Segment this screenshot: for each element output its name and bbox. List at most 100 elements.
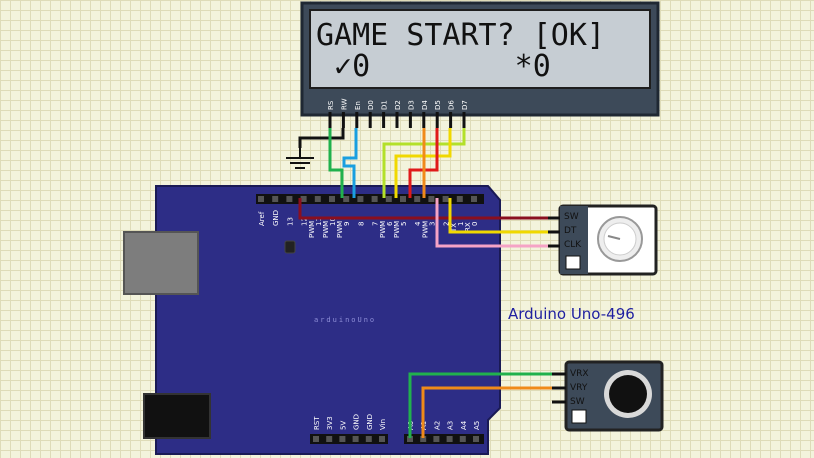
analog-pin-label-a3: A3 bbox=[447, 421, 455, 430]
analog-pin-a1[interactable] bbox=[420, 436, 427, 442]
pwm-label: PWM bbox=[336, 221, 344, 238]
pwm-label: PWM bbox=[379, 221, 387, 238]
power-pin-rst[interactable] bbox=[313, 436, 319, 442]
lcd-pin-label-rs: RS bbox=[327, 100, 335, 110]
digital-pin-label-5: 5 bbox=[400, 222, 408, 226]
analog-pin-a2[interactable] bbox=[433, 436, 440, 442]
encoder-pin-label-dt: DT bbox=[564, 226, 577, 236]
digital-header bbox=[256, 194, 484, 204]
digital-pin-3[interactable] bbox=[428, 196, 435, 202]
rotary-encoder[interactable]: SW DT CLK bbox=[548, 204, 658, 276]
encoder-switch-square[interactable] bbox=[565, 255, 581, 270]
tx-label: TX bbox=[450, 223, 458, 233]
lcd-pin-label-d2: D2 bbox=[394, 100, 402, 110]
digital-pin-label-2: 2 bbox=[443, 222, 451, 226]
digital-pin-13[interactable] bbox=[286, 196, 293, 202]
digital-pin-12[interactable] bbox=[300, 196, 307, 202]
digital-pin-label-11: 11 bbox=[315, 217, 323, 226]
wire-rw bbox=[330, 128, 345, 140]
pwm-label: PWM bbox=[322, 221, 330, 238]
power-header-pins[interactable] bbox=[313, 436, 385, 442]
wire-en-blue bbox=[342, 128, 358, 198]
digital-pin-5[interactable] bbox=[400, 196, 406, 202]
board-name-label: Arduino Uno-496 bbox=[508, 305, 635, 323]
analog-pin-a4[interactable] bbox=[459, 436, 466, 442]
digital-pin-label-12: 12 bbox=[301, 217, 309, 226]
power-pin-label-5v: 5V bbox=[339, 421, 347, 430]
digital-pin-label-9: 9 bbox=[343, 222, 351, 226]
power-pin-vin[interactable] bbox=[379, 436, 385, 442]
usb-jack bbox=[123, 231, 199, 295]
lcd-pin-headers[interactable] bbox=[328, 112, 466, 128]
lcd-pin-label-d4: D4 bbox=[421, 100, 429, 110]
digital-pin-1[interactable] bbox=[456, 196, 463, 202]
analog-pin-label-a4: A4 bbox=[460, 420, 468, 430]
lcd-pin-label-d0: D0 bbox=[367, 100, 375, 110]
digital-pin-7[interactable] bbox=[371, 196, 378, 202]
wire-rs-green bbox=[328, 128, 344, 198]
digital-pin-label-gnd: GND bbox=[272, 210, 280, 226]
power-pin-5v[interactable] bbox=[339, 436, 346, 442]
analog-header bbox=[404, 434, 484, 444]
board-silk-text: arduinoUno bbox=[314, 316, 376, 324]
analog-pin-a5[interactable] bbox=[473, 436, 479, 442]
lcd-screen bbox=[309, 9, 651, 89]
analog-header-pins[interactable] bbox=[407, 436, 479, 442]
digital-pin-2[interactable] bbox=[442, 196, 449, 202]
lcd-pin-label-d1: D1 bbox=[381, 100, 389, 110]
power-pin-label-vin: Vin bbox=[379, 419, 387, 430]
lcd-line-2: ✓0 *0 bbox=[316, 49, 551, 84]
ground-symbol bbox=[286, 148, 314, 169]
rx-label: RX bbox=[464, 222, 472, 232]
wire-sw-darkred bbox=[298, 198, 560, 220]
power-pin-gnd[interactable] bbox=[352, 436, 359, 442]
joystick-pins[interactable] bbox=[552, 372, 566, 404]
digital-pin-label-8: 8 bbox=[357, 222, 365, 226]
joystick-pin-label-sw: SW bbox=[570, 397, 585, 407]
pwm-label: PWM bbox=[393, 221, 401, 238]
digital-pin-label-3: 3 bbox=[428, 222, 436, 226]
lcd-pin-label-d5: D5 bbox=[434, 100, 442, 110]
analog-pin-a3[interactable] bbox=[446, 436, 453, 442]
pwm-label: PWM bbox=[308, 221, 316, 238]
digital-pin-6[interactable] bbox=[385, 196, 392, 202]
digital-header-pins[interactable] bbox=[258, 196, 477, 202]
joystick-pin-label-vry: VRY bbox=[570, 383, 588, 393]
lcd-pin-label-d7: D7 bbox=[461, 100, 469, 110]
digital-pin-aref[interactable] bbox=[258, 196, 264, 202]
reset-button[interactable] bbox=[284, 240, 296, 254]
joystick-switch-square[interactable] bbox=[571, 409, 587, 424]
power-pin-label-gnd: GND bbox=[353, 414, 361, 430]
digital-pin-11[interactable] bbox=[314, 196, 321, 202]
digital-pin-gnd[interactable] bbox=[272, 196, 279, 202]
lcd-pin-label-d3: D3 bbox=[407, 100, 415, 110]
analog-pin-a0[interactable] bbox=[407, 436, 413, 442]
digital-pin-label-7: 7 bbox=[372, 222, 380, 226]
digital-pin-9[interactable] bbox=[343, 196, 350, 202]
encoder-pins[interactable] bbox=[548, 216, 560, 248]
analog-pin-label-a2: A2 bbox=[433, 421, 441, 430]
digital-pin-8[interactable] bbox=[357, 196, 364, 202]
lcd-pin-label-rw: RW bbox=[340, 98, 348, 110]
power-pin-label-3v3: 3V3 bbox=[326, 416, 334, 430]
digital-pin-0[interactable] bbox=[471, 196, 477, 202]
digital-pin-label-10: 10 bbox=[329, 217, 337, 226]
wire-dt-yellow bbox=[448, 198, 560, 234]
digital-pin-4[interactable] bbox=[414, 196, 421, 202]
digital-pin-label-4: 4 bbox=[414, 221, 422, 226]
power-pin-gnd[interactable] bbox=[365, 436, 372, 442]
digital-pin-10[interactable] bbox=[329, 196, 335, 202]
encoder-knob-indicator bbox=[607, 235, 621, 240]
power-pin-3v3[interactable] bbox=[326, 436, 333, 442]
encoder-pin-label-clk: CLK bbox=[564, 240, 582, 250]
joystick-module[interactable]: VRX VRY SW bbox=[552, 360, 664, 432]
digital-pin-label-aref: Aref bbox=[258, 211, 266, 226]
wire-clk-pink bbox=[435, 198, 560, 248]
power-header bbox=[310, 434, 388, 444]
lcd-line-1: GAME START? [OK] bbox=[316, 18, 605, 53]
digital-pin-label-0: 0 bbox=[471, 222, 479, 226]
